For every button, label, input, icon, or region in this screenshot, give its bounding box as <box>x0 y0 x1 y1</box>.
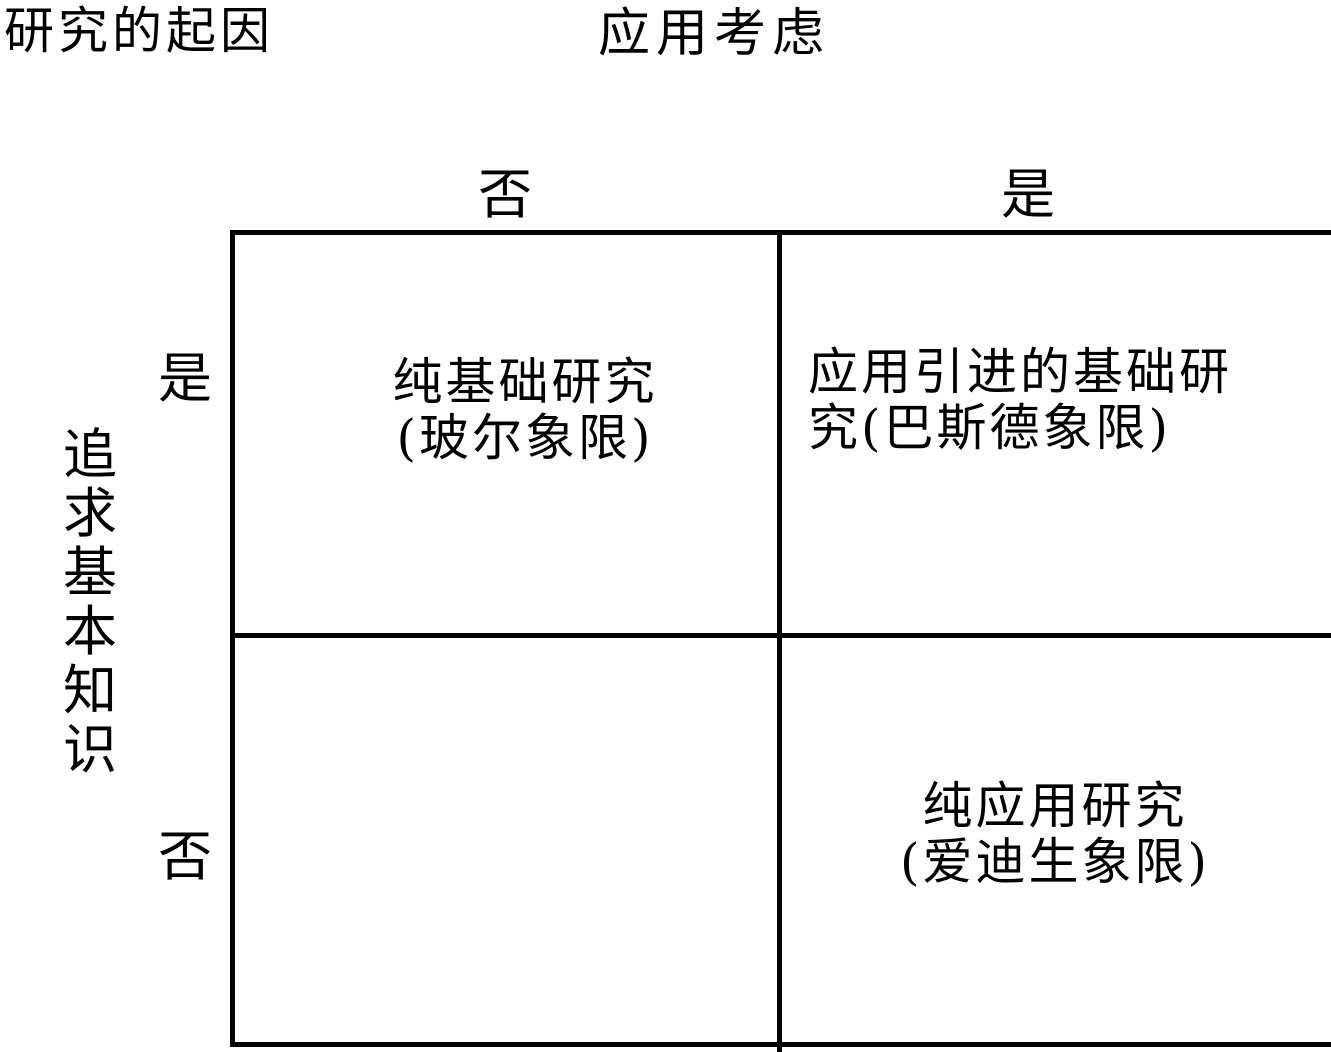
grid-horizontal-divider <box>230 633 1331 638</box>
row-label-no: 否 <box>158 825 212 888</box>
row-label-yes: 是 <box>158 347 212 410</box>
quadrant-bohr-name: 纯基础研究 <box>392 353 658 411</box>
quadrant-edison-name: 纯应用研究 <box>922 777 1188 835</box>
column-label-yes: 是 <box>1001 163 1055 226</box>
column-label-no: 否 <box>478 163 532 226</box>
quadrant-pasteur: 应用引进的基础研究(巴斯德象限) <box>808 343 1232 457</box>
row-axis-title: 追求基本知识 <box>63 423 117 781</box>
grid-vertical-divider <box>777 230 782 1052</box>
quadrant-bohr: 纯基础研究 (玻尔象限) <box>290 354 760 466</box>
quadrant-edison-label: (爱迪生象限) <box>899 833 1210 891</box>
quadrant-edison: 纯应用研究 (爱迪生象限) <box>795 778 1315 890</box>
diagram-title: 研究的起因 <box>4 2 274 60</box>
quadrant-bohr-label: (玻尔象限) <box>396 409 654 467</box>
column-axis-title: 应用考虑 <box>598 4 831 64</box>
